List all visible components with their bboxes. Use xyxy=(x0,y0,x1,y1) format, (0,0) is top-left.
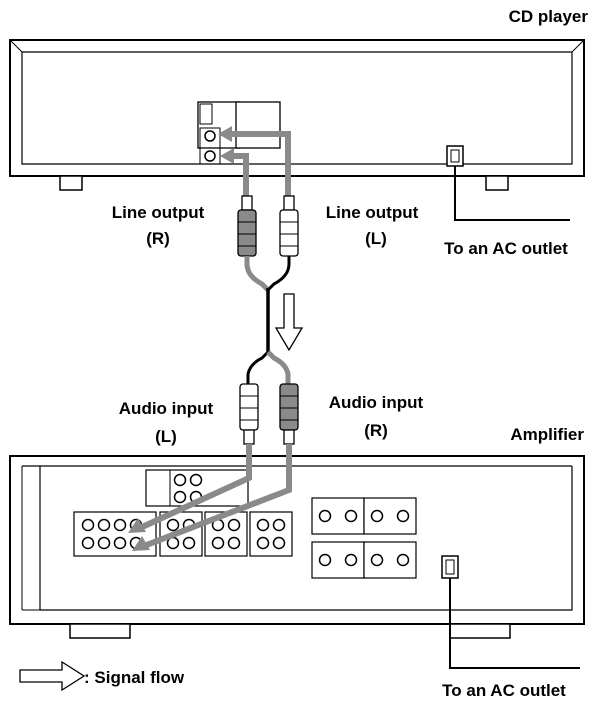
rca-plug-icon xyxy=(237,195,257,257)
audio-input-l-channel: (L) xyxy=(155,427,177,446)
audio-input-l-label: Audio input xyxy=(119,399,214,418)
amp-power-cord xyxy=(449,578,580,669)
cd-player: CD player xyxy=(9,7,589,221)
cd-line-output-jacks xyxy=(197,101,281,165)
audio-input-r-label: Audio input xyxy=(329,393,424,412)
amp-speaker-terminals-bottom xyxy=(311,541,417,579)
rca-plug-icon xyxy=(239,383,259,445)
amp-input-signal-arrows xyxy=(128,444,292,551)
line-output-l-channel: (L) xyxy=(365,229,387,248)
amp-jack-block-3 xyxy=(204,511,248,557)
signal-flow-direction-icon xyxy=(274,293,304,352)
amplifier xyxy=(9,455,585,669)
rca-plug-icon xyxy=(279,383,299,445)
line-output-l-label: Line output xyxy=(326,203,419,222)
audio-input-r-channel: (R) xyxy=(364,421,388,440)
hollow-arrow-icon xyxy=(19,660,86,692)
ac-outlet-top-label: To an AC outlet xyxy=(444,239,568,258)
amp-speaker-terminals-top xyxy=(311,497,417,535)
line-output-r-label: Line output xyxy=(112,203,205,222)
cd-player-label: CD player xyxy=(509,7,589,26)
cd-player-foot-right xyxy=(485,175,509,191)
amplifier-foot-right xyxy=(449,623,511,639)
line-output-r-channel: (R) xyxy=(146,229,170,248)
cd-power-cord xyxy=(454,166,570,221)
amplifier-body xyxy=(9,455,585,625)
amp-ac-plug-icon xyxy=(441,555,459,579)
signal-flow-legend: : Signal flow xyxy=(19,660,185,692)
amplifier-label: Amplifier xyxy=(510,425,584,444)
audio-cable xyxy=(237,195,299,445)
cd-player-rear-panel xyxy=(21,51,573,165)
cd-player-body xyxy=(9,39,585,177)
cd-player-foot-left xyxy=(59,175,83,191)
ac-outlet-bottom-label: To an AC outlet xyxy=(442,681,566,700)
amp-jack-block-4 xyxy=(249,511,293,557)
rca-plug-icon xyxy=(279,195,299,257)
signal-flow-label: : Signal flow xyxy=(84,668,185,687)
cd-output-signal-arrows xyxy=(218,126,291,200)
amplifier-foot-left xyxy=(69,623,131,639)
cd-ac-plug-icon xyxy=(446,145,464,167)
